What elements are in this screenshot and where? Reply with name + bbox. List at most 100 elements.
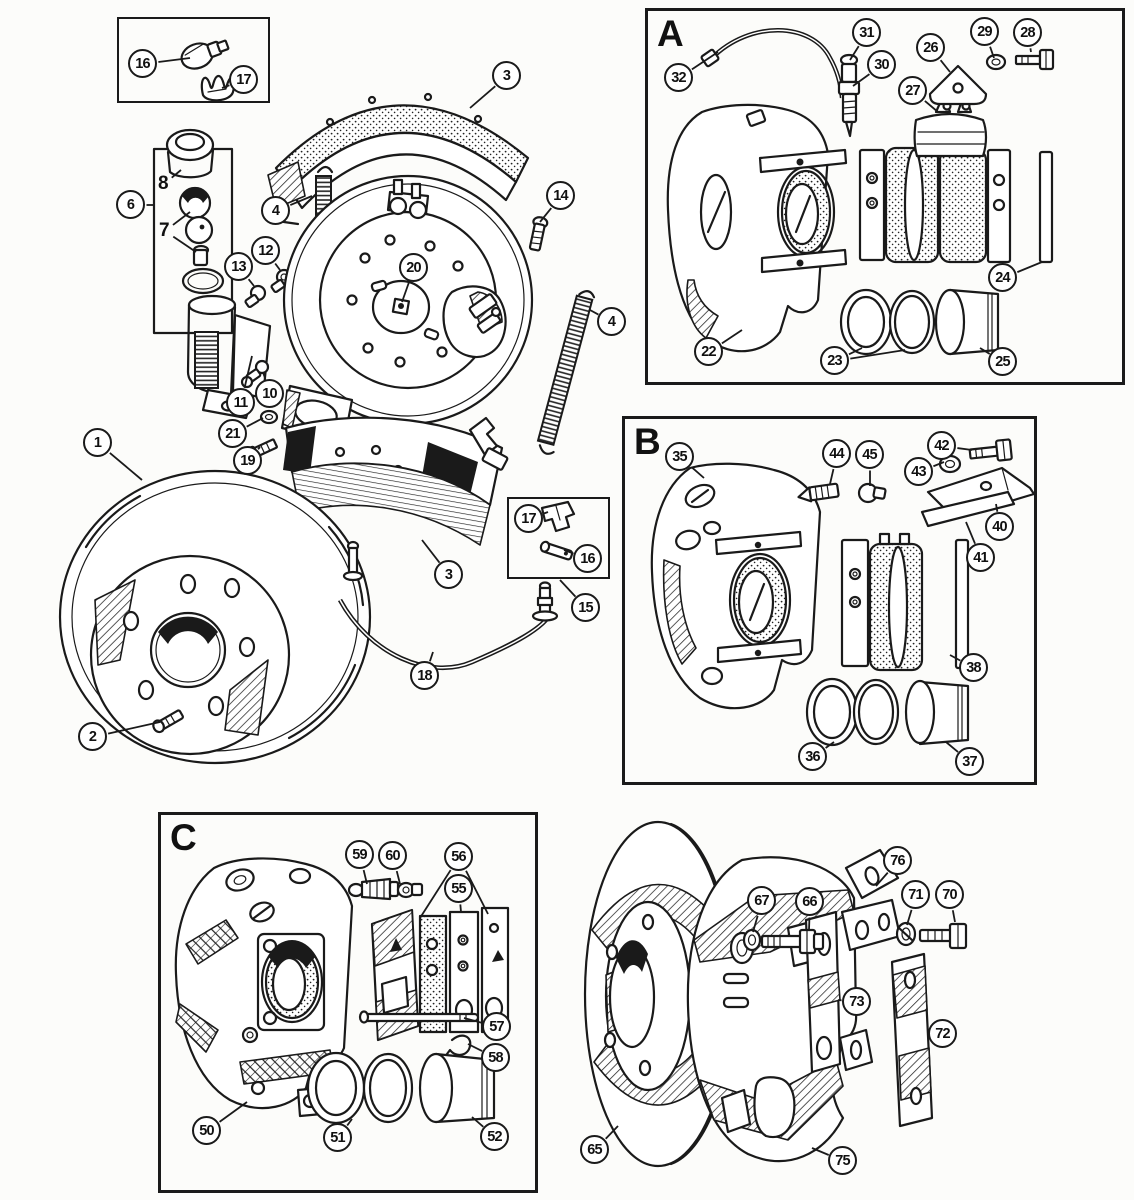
caliper-c-art (174, 857, 510, 1125)
leader-line (691, 51, 719, 71)
switch-clip-inset-frame (117, 17, 270, 103)
part-number-label-7: 7 (159, 220, 170, 241)
leader-line (221, 84, 230, 89)
callout-43: 43 (904, 457, 933, 486)
leader-line (849, 45, 860, 61)
callout-3: 3 (492, 61, 521, 90)
leader-line (945, 741, 959, 753)
leader-line (459, 904, 462, 913)
leader-line (172, 235, 197, 253)
leader-line (811, 1147, 830, 1156)
callout-42: 42 (927, 431, 956, 460)
leader-line (951, 910, 956, 923)
leader-line (421, 539, 441, 564)
callout-52: 52 (480, 1122, 509, 1151)
leader-line (848, 347, 863, 356)
lower-brake-shoe-art (283, 416, 509, 546)
leader-line (852, 73, 870, 87)
callout-6: 6 (116, 190, 145, 219)
brake-drum-art (58, 469, 372, 765)
callout-18: 18 (410, 661, 439, 690)
switch-and-clip-art (180, 39, 236, 102)
leader-line (158, 57, 191, 63)
callout-76: 76 (883, 846, 912, 875)
callout-58: 58 (481, 1043, 510, 1072)
leader-line (262, 371, 267, 380)
callout-16: 16 (573, 544, 602, 573)
callout-38: 38 (959, 653, 988, 682)
caliper-b-art (650, 438, 1036, 747)
leader-line (172, 211, 191, 226)
section-b-frame: B (622, 416, 1037, 785)
callout-16: 16 (128, 49, 157, 78)
callout-73: 73 (842, 987, 871, 1016)
leader-line (543, 511, 549, 515)
part-number-label-8: 8 (158, 173, 169, 194)
callout-4: 4 (261, 196, 290, 225)
callout-71: 71 (901, 880, 930, 909)
callout-32: 32 (664, 63, 693, 92)
callout-17: 17 (514, 504, 543, 533)
leader-line (247, 278, 255, 287)
leader-line (605, 1125, 619, 1140)
leader-line (589, 309, 599, 316)
leader-line (875, 872, 889, 887)
leader-line (467, 1043, 483, 1052)
leader-line (346, 1118, 353, 1127)
callout-25: 25 (988, 347, 1017, 376)
callout-57: 57 (482, 1012, 511, 1041)
callout-29: 29 (970, 17, 999, 46)
leader-line (924, 100, 939, 113)
callout-36: 36 (798, 742, 827, 771)
leader-line (1029, 48, 1032, 53)
leader-line (243, 355, 253, 389)
leader-line (219, 1101, 248, 1123)
leader-line (563, 549, 574, 555)
leader-line (721, 329, 743, 345)
callout-3: 3 (434, 560, 463, 589)
leader-line (539, 207, 552, 223)
callout-65: 65 (580, 1135, 609, 1164)
leader-line (850, 349, 906, 360)
callout-26: 26 (916, 33, 945, 62)
caliper-a-art (666, 28, 1055, 356)
callout-28: 28 (1013, 18, 1042, 47)
leader-line (691, 466, 705, 479)
callout-1: 1 (83, 428, 112, 457)
section-a-label: A (657, 13, 684, 54)
leader-line (109, 452, 143, 481)
callout-37: 37 (955, 747, 984, 776)
leader-line (419, 869, 452, 919)
leader-line (274, 262, 281, 271)
leader-line (469, 85, 496, 109)
callout-35: 35 (665, 442, 694, 471)
top-brake-shoe-art (267, 92, 530, 226)
bolt-14-art (528, 216, 549, 252)
callout-27: 27 (898, 76, 927, 105)
callout-60: 60 (378, 841, 407, 870)
leader-line (906, 909, 913, 926)
leader-line (939, 59, 951, 73)
leader-line (289, 195, 313, 206)
callout-75: 75 (828, 1146, 857, 1175)
callout-66: 66 (795, 887, 824, 916)
callout-51: 51 (323, 1123, 352, 1152)
callout-55: 55 (444, 874, 473, 903)
callout-70: 70 (935, 880, 964, 909)
callout-24: 24 (988, 263, 1017, 292)
leader-line (463, 1017, 483, 1024)
callout-31: 31 (852, 18, 881, 47)
cable-clevis-inset-frame (507, 497, 610, 579)
leader-line (246, 417, 264, 428)
callout-50: 50 (192, 1116, 221, 1145)
callout-59: 59 (345, 840, 374, 869)
section-a-frame: A (645, 8, 1125, 385)
callout-12: 12 (251, 236, 280, 265)
callout-20: 20 (399, 253, 428, 282)
callout-56: 56 (444, 842, 473, 871)
callout-2: 2 (78, 722, 107, 751)
leader-line (362, 869, 368, 885)
